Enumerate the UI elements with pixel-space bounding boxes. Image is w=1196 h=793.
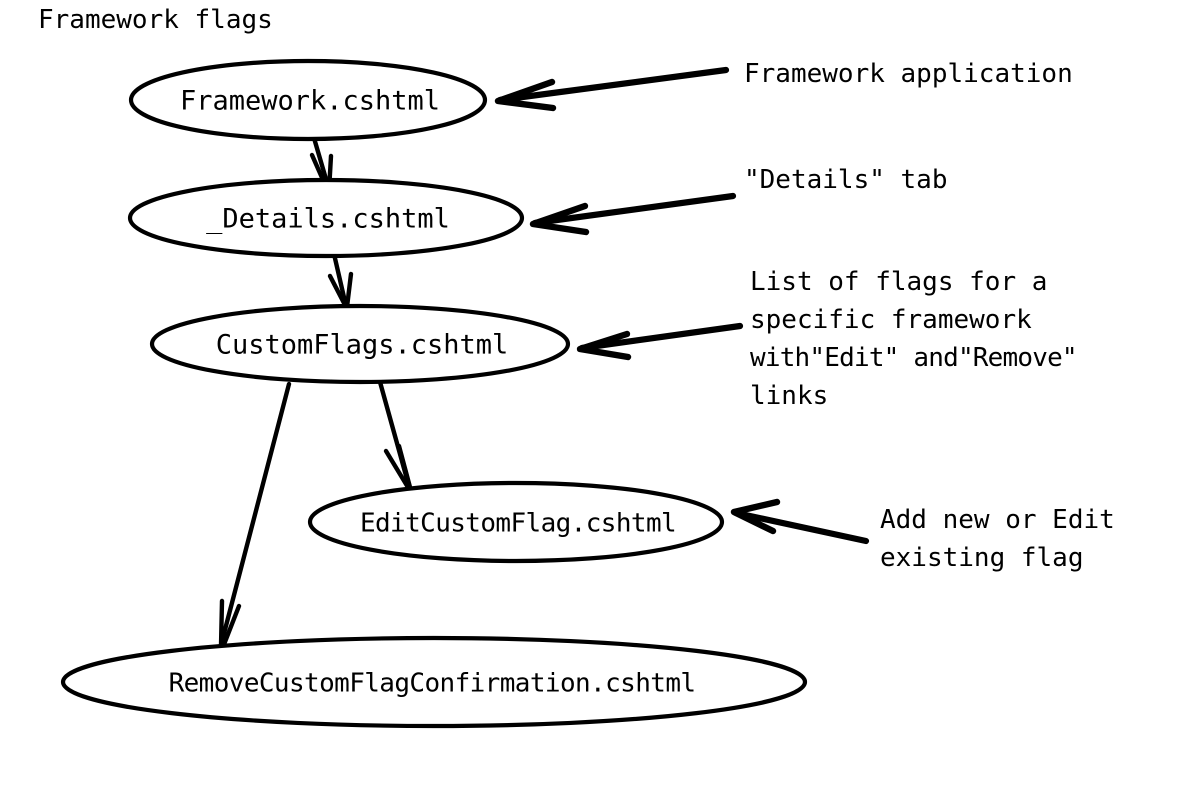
annotation-arrow-framework [494,66,730,112]
annotation-editflag-line-1: Add new or Edit [880,505,1115,535]
node-editflag-ellipse [307,480,725,564]
annotation-customflags-line-1: List of flags for a [750,267,1047,297]
annotation-customflags-line-4: links [750,381,828,411]
node-framework[interactable]: Framework.cshtml [128,58,488,142]
node-customflags-label: CustomFlags.cshtml [216,330,509,361]
node-removeflag-ellipse [60,635,808,729]
annotation-editflag: Add new or Edit existing flag [880,505,1115,573]
annotation-customflags: List of flags for a specific framework w… [750,267,1078,411]
annotation-customflags-line-3: with"Edit" and"Remove" [750,343,1077,373]
annotation-framework: Framework application [744,59,1073,89]
node-editflag[interactable]: EditCustomFlag.cshtml [307,480,725,564]
annotation-arrow-details [529,192,737,236]
annotation-details-line-1: "Details" tab [744,165,948,195]
node-removeflag[interactable]: RemoveCustomFlagConfirmation.cshtml [60,635,808,729]
annotation-framework-line-1: Framework application [744,59,1073,89]
node-customflags-ellipse [149,303,571,385]
annotation-arrow-customflags [576,322,744,361]
node-framework-label: Framework.cshtml [180,86,440,117]
node-editflag-label: EditCustomFlag.cshtml [360,509,676,539]
node-removeflag-label: RemoveCustomFlagConfirmation.cshtml [169,669,696,699]
annotation-editflag-line-2: existing flag [880,543,1084,573]
edge-details-to-customflags [327,251,354,310]
edge-customflags-to-removeflag [218,381,292,650]
edge-customflags-to-editflag [377,379,414,494]
node-customflags[interactable]: CustomFlags.cshtml [149,303,571,385]
annotation-details: "Details" tab [744,165,948,195]
page-title: Framework flags [38,5,273,35]
node-details[interactable]: _Details.cshtml [127,177,525,259]
node-details-label: _Details.cshtml [206,204,450,235]
node-details-ellipse [127,177,525,259]
node-framework-ellipse [128,58,488,142]
annotation-arrow-editflag [730,498,870,545]
annotation-customflags-line-2: specific framework [750,305,1032,335]
